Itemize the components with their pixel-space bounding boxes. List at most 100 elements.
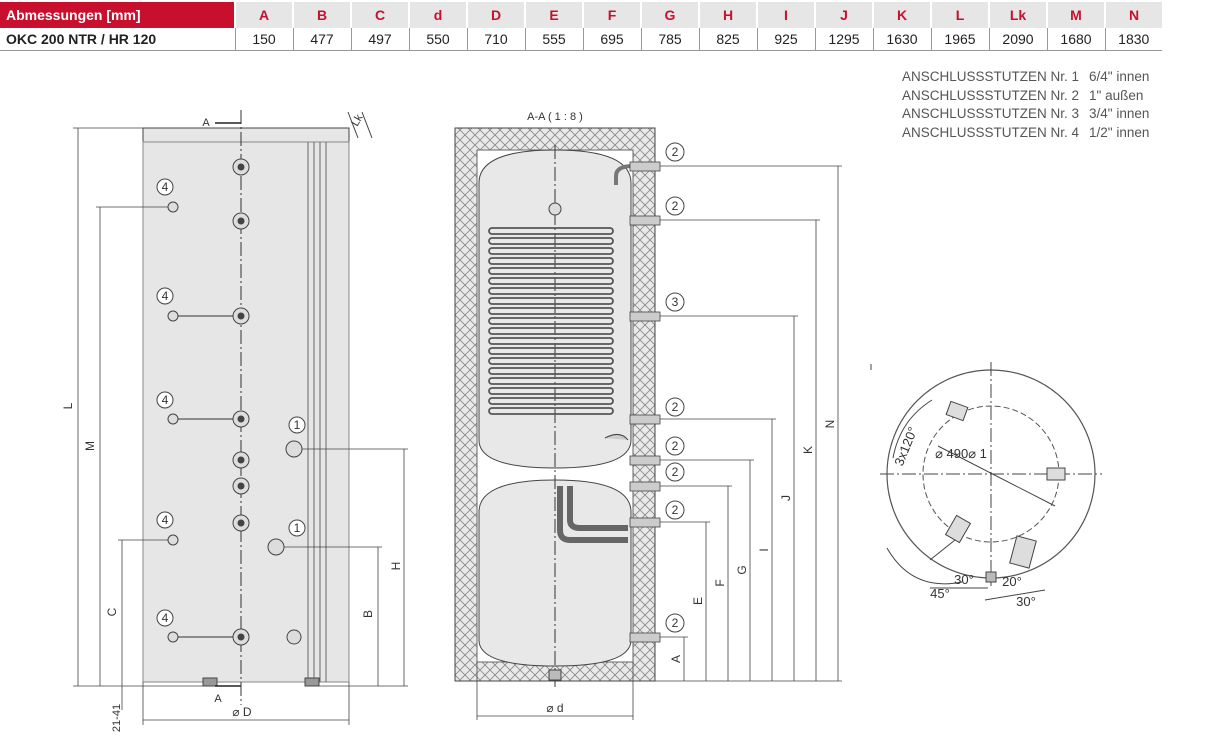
dimension-table: Abmessungen [mm] A B C d D E F G H I J K… <box>0 2 1162 51</box>
col-header: F <box>582 2 641 28</box>
lk-marker <box>347 111 359 139</box>
legend-size: 6/4" innen <box>1089 69 1150 84</box>
coil-loop <box>488 267 614 275</box>
callout-circle <box>288 416 306 434</box>
coil-loop <box>488 347 614 355</box>
top-connection <box>945 400 969 422</box>
connection-icon <box>237 456 245 464</box>
callout-label: 4 <box>162 611 169 625</box>
angle-label: 20° <box>1002 574 1022 589</box>
col-header: L <box>930 2 989 28</box>
section-title: A-A ( 1 : 8 ) <box>527 111 583 123</box>
callout-label: 4 <box>162 180 169 194</box>
side-connections <box>167 158 303 646</box>
dim-label-H: H <box>389 562 403 571</box>
col-header: Lk <box>988 2 1047 28</box>
angle-line <box>929 539 988 589</box>
coil-loop <box>488 297 614 305</box>
foot <box>304 677 320 687</box>
connection-icon <box>237 312 245 320</box>
legend-label: ANSCHLUSSSTUTZEN Nr. 4 <box>902 124 1080 140</box>
dim-label-L: L <box>61 402 75 409</box>
col-header: H <box>698 2 757 28</box>
sensor-icon <box>167 201 179 213</box>
dim-label-M: M <box>83 441 97 451</box>
angle-label: 30° <box>954 572 974 587</box>
sensor-icon <box>167 310 179 322</box>
top-connection <box>1046 467 1066 481</box>
side-dimensions <box>73 127 408 725</box>
coil-loop <box>488 387 614 395</box>
legend-size: 3/4" innen <box>1089 106 1150 121</box>
col-header: N <box>1104 2 1162 28</box>
col-header: A <box>234 2 293 28</box>
table-cell: 925 <box>756 28 815 51</box>
connection-icon <box>237 482 245 490</box>
col-header: M <box>1046 2 1105 28</box>
callout-circle <box>288 519 306 537</box>
col-header: d <box>408 2 467 28</box>
callout-circle <box>665 436 685 456</box>
table-cell: 550 <box>408 28 467 51</box>
section-pipe-stubs <box>629 161 661 643</box>
dim-label-F: F <box>713 579 727 586</box>
legend-label: ANSCHLUSSSTUTZEN Nr. 2 <box>902 87 1080 103</box>
inner-pipe <box>557 486 628 543</box>
table-cell: 785 <box>640 28 699 51</box>
callout-circle <box>156 609 174 627</box>
callout-circle <box>156 178 174 196</box>
callout-label: 2 <box>672 199 679 213</box>
callout-label: 2 <box>672 503 679 517</box>
table-cell: 497 <box>350 28 409 51</box>
connection-icon <box>285 440 303 458</box>
connection-icon <box>237 163 245 171</box>
angle-label: 30° <box>1016 594 1036 609</box>
side-leaders <box>178 315 233 638</box>
col-header: G <box>640 2 699 28</box>
coil-loop <box>488 357 614 365</box>
dim-label-B: B <box>361 610 375 618</box>
callout-circle <box>665 142 685 162</box>
side-view <box>142 110 373 705</box>
tank-body <box>142 141 350 683</box>
table-cell: 695 <box>582 28 641 51</box>
sensor-icon <box>548 202 562 216</box>
pipe-stub <box>629 632 661 643</box>
table-cell: 2090 <box>988 28 1047 51</box>
row-label: OKC 200 NTR / HR 120 <box>0 28 235 51</box>
diameter-label: ⌀ 490⌀ 1 <box>935 446 987 461</box>
col-header: I <box>756 2 815 28</box>
callout-circle <box>156 391 174 409</box>
pipe-stub <box>629 311 661 322</box>
callout-circle <box>665 613 685 633</box>
cut-label: A <box>202 117 210 129</box>
table-cell: 825 <box>698 28 757 51</box>
coil-loop <box>488 307 614 315</box>
callout-label: 2 <box>672 145 679 159</box>
col-header: B <box>292 2 351 28</box>
col-header: C <box>350 2 409 28</box>
section-dimensions <box>476 165 842 720</box>
callout-circle <box>156 511 174 529</box>
coil-loop <box>488 287 614 295</box>
table-cell: 1830 <box>1104 28 1162 51</box>
callout-label: 4 <box>162 513 169 527</box>
section-number-callouts <box>665 142 685 633</box>
lk-marker <box>361 111 373 139</box>
dim-label-J: J <box>779 495 793 501</box>
sensor-icon <box>167 631 179 643</box>
callout-label: 2 <box>672 400 679 414</box>
table-cell: 477 <box>292 28 351 51</box>
connection-icon <box>286 629 302 645</box>
col-header: D <box>466 2 525 28</box>
drain <box>548 669 562 681</box>
legend-size: 1/2" innen <box>1089 124 1150 140</box>
callout-label: 3 <box>672 295 679 309</box>
legend-label: ANSCHLUSSSTUTZEN Nr. 3 <box>902 106 1080 121</box>
callout-label: 4 <box>162 289 169 303</box>
callout-circle <box>665 292 685 312</box>
